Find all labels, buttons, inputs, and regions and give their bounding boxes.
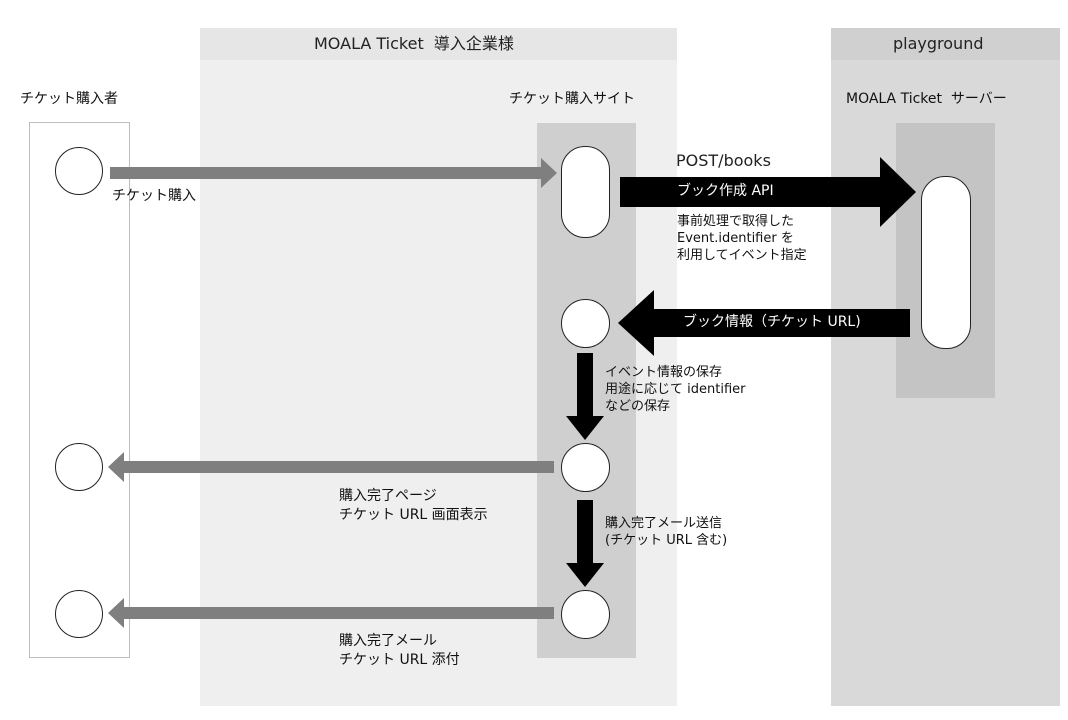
complete-page-arrow	[108, 452, 554, 482]
buyer-lane	[29, 122, 130, 658]
company-zone-title: MOALA Ticket 導入企業様	[314, 34, 514, 53]
playground-zone-title: playground	[893, 34, 984, 53]
complete-mail-arrow	[108, 598, 554, 628]
post-books-arrow	[620, 157, 916, 227]
server-lane-title: MOALA Ticket サーバー	[846, 91, 1007, 107]
purchase-label: チケット購入	[112, 188, 196, 204]
buyer-node-complete-mail	[55, 590, 103, 638]
company-zone-header	[200, 28, 677, 60]
site-node-complete-mail	[561, 590, 610, 639]
complete-page-label: 購入完了ページ チケット URL 画面表示	[339, 488, 488, 523]
book-info-label: ブック情報（チケット URL)	[683, 314, 861, 330]
buyer-lane-title: チケット購入者	[20, 91, 118, 107]
book-info-arrow	[618, 290, 910, 356]
save-note-label: イベント情報の保存 用途に応じて identifier などの保存	[605, 365, 746, 414]
site-node-post	[561, 146, 610, 238]
site-node-receive	[561, 299, 610, 348]
mail-send-label: 購入完了メール送信 (チケット URL 含む)	[605, 516, 728, 548]
buyer-node-complete-page	[55, 443, 103, 491]
book-api-label: ブック作成 API	[677, 183, 774, 199]
purchase-arrow	[110, 158, 557, 188]
event-note-label: 事前処理で取得した Event.identifier を 利用してイベント指定	[677, 214, 807, 263]
server-node-book	[921, 176, 971, 349]
playground-zone-header	[831, 28, 1060, 60]
save-step-arrow	[566, 353, 604, 440]
site-node-complete-page	[561, 443, 610, 492]
buyer-node-purchase	[55, 147, 103, 195]
complete-mail-label: 購入完了メール チケット URL 添付	[339, 633, 460, 668]
post-endpoint-label: POST/books	[676, 151, 771, 170]
mail-step-arrow	[566, 500, 604, 587]
site-lane-title: チケット購入サイト	[509, 91, 635, 107]
